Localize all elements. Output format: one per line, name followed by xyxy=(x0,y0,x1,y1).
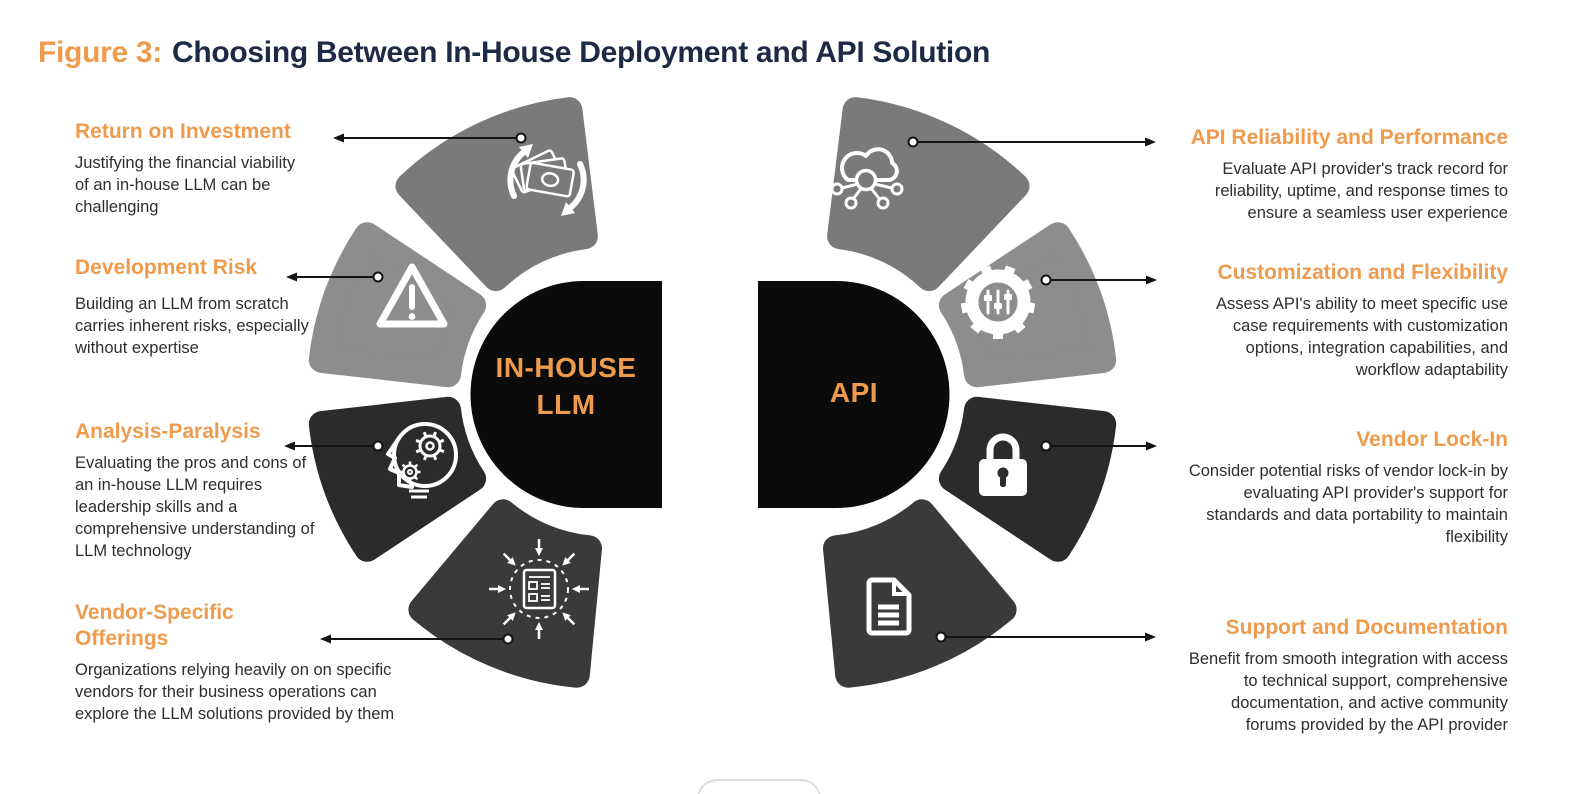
callout-development-risk: Development Risk Building an LLM from sc… xyxy=(75,255,310,359)
callout-body: Assess API's ability to meet specific us… xyxy=(1215,295,1508,379)
connector-api-reliability xyxy=(907,136,1156,148)
callout-heading: Vendor Lock-In xyxy=(1356,428,1508,451)
connector-vendor-lock-in xyxy=(1040,440,1157,452)
callout-body: Building an LLM from scratch carries inh… xyxy=(75,295,309,357)
ring-segments-layer xyxy=(308,97,1117,688)
callout-vendor-lock-in: Vendor Lock-In Consider potential risks … xyxy=(1188,427,1508,548)
segment-api-support xyxy=(823,499,1017,688)
head-gears-icon xyxy=(386,422,458,499)
segment-inhouse-vendor-offerings xyxy=(408,499,602,688)
callout-body: Organizations relying heavily on on spec… xyxy=(75,661,395,723)
api-center-shape xyxy=(758,281,950,508)
connector-arrows-layer xyxy=(284,132,1157,645)
document-converge-icon xyxy=(489,539,589,639)
figure-title-text: Choosing Between In-House Deployment and… xyxy=(171,36,991,69)
api-label: API xyxy=(829,377,879,408)
callout-api-reliability: API Reliability and Performance Evaluate… xyxy=(1188,125,1508,224)
inhouse-center-shape xyxy=(470,281,662,508)
segment-inhouse-roi xyxy=(395,97,598,292)
connector-customization xyxy=(1040,274,1157,286)
callout-heading: Development Risk xyxy=(75,256,258,279)
callout-return-on-investment: Return on Investment Justifying the fina… xyxy=(75,119,305,218)
callout-vendor-specific-offerings: Vendor-Specific Offerings Organizations … xyxy=(75,600,395,725)
figure-number-label: Figure 3: xyxy=(38,36,162,69)
callout-heading: Customization and Flexibility xyxy=(1217,261,1508,284)
money-cycle-icon xyxy=(507,144,587,216)
callout-body: Benefit from smooth integration with acc… xyxy=(1188,650,1508,734)
padlock-icon xyxy=(979,433,1027,496)
connector-roi xyxy=(333,132,527,144)
callout-heading: Vendor-Specific Offerings xyxy=(75,601,234,650)
callout-analysis-paralysis: Analysis-Paralysis Evaluating the pros a… xyxy=(75,419,315,562)
callout-heading: Analysis-Paralysis xyxy=(75,420,261,443)
callout-heading: API Reliability and Performance xyxy=(1190,126,1508,149)
figure-title: Figure 3: Choosing Between In-House Deplo… xyxy=(38,36,990,70)
callout-heading: Support and Documentation xyxy=(1225,616,1508,639)
callout-customization-flexibility: Customization and Flexibility Assess API… xyxy=(1188,260,1508,381)
gear-large-icon xyxy=(415,431,445,461)
callout-body: Consider potential risks of vendor lock-… xyxy=(1188,462,1508,546)
document-icon xyxy=(866,577,912,636)
inhouse-label-line2: LLM xyxy=(536,389,596,420)
inhouse-llm-label: IN-HOUSE LLM xyxy=(470,349,662,423)
callout-body: Evaluating the pros and cons of an in-ho… xyxy=(75,454,315,560)
segment-api-reliability xyxy=(827,97,1030,292)
callout-heading: Return on Investment xyxy=(75,120,291,143)
bottom-decorative-pill xyxy=(697,779,821,794)
connector-support xyxy=(935,631,1156,643)
connector-analysis-paralysis xyxy=(284,440,384,452)
connector-development-risk xyxy=(286,271,384,283)
warning-icon xyxy=(376,263,448,328)
segment-api-vendor-lock-in xyxy=(938,396,1117,562)
inward-arrows xyxy=(489,539,589,639)
gear-small-icon xyxy=(399,461,421,483)
callout-support-documentation: Support and Documentation Benefit from s… xyxy=(1188,615,1508,736)
segment-inhouse-development-risk xyxy=(308,222,487,388)
cloud-network-icon xyxy=(830,147,904,210)
inhouse-label-line1: IN-HOUSE xyxy=(495,352,637,383)
connector-vendor-offerings xyxy=(320,633,514,645)
callout-body: Evaluate API provider's track record for… xyxy=(1214,160,1508,222)
gear-sliders-icon xyxy=(960,265,1036,339)
callout-body: Justifying the financial viability of an… xyxy=(75,154,296,216)
